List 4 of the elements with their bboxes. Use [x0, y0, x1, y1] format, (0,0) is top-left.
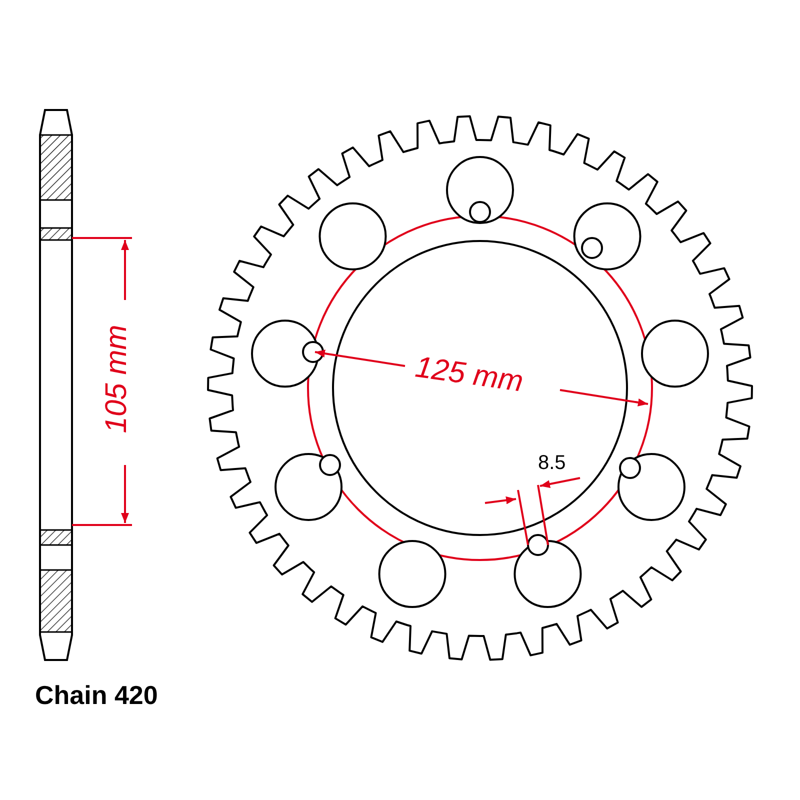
dimension-label: 8.5	[538, 452, 566, 475]
dimension-label: 105 mm	[100, 324, 134, 434]
chain-size-label: Chain 420	[35, 680, 158, 711]
dimension-label: 125 mm	[413, 350, 526, 400]
